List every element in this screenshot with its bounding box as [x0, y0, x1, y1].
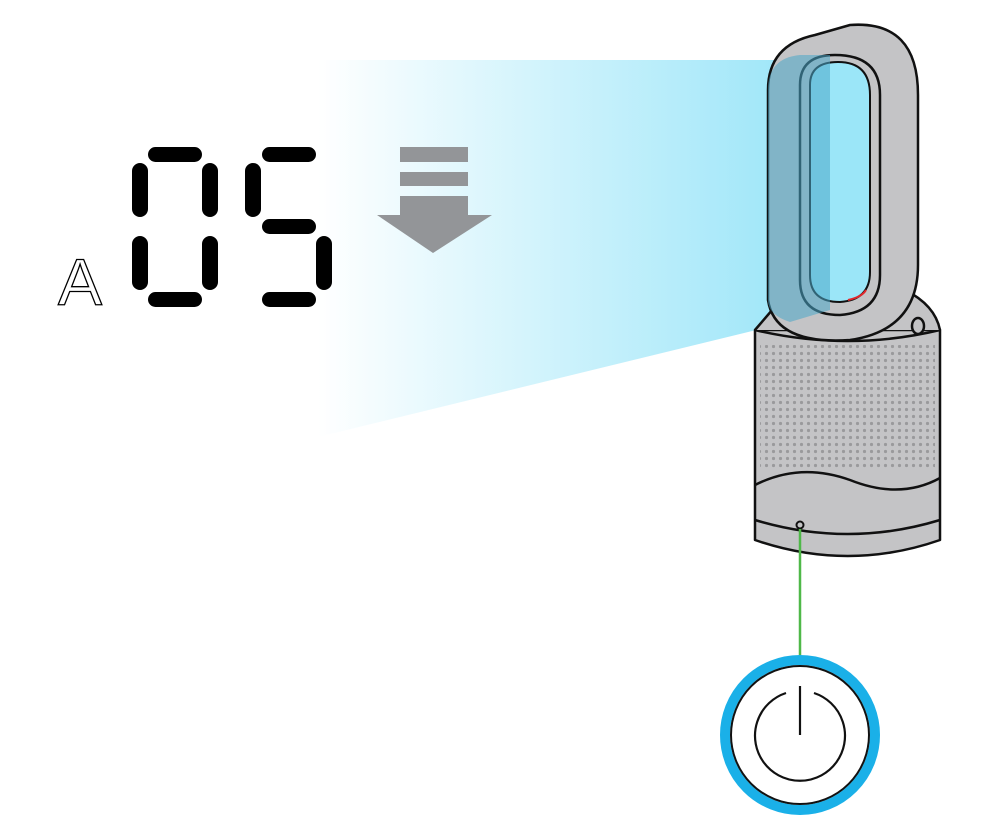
svg-text:A: A [58, 245, 102, 319]
power-icon [753, 686, 847, 782]
fan-purifier-icon [753, 23, 942, 558]
arrow-down-icon [377, 147, 492, 253]
digit-0 [132, 147, 218, 307]
digit-5 [245, 147, 332, 307]
power-button[interactable] [720, 655, 880, 815]
airflow-beam [318, 60, 830, 437]
mode-letter-a: A [57, 244, 102, 319]
